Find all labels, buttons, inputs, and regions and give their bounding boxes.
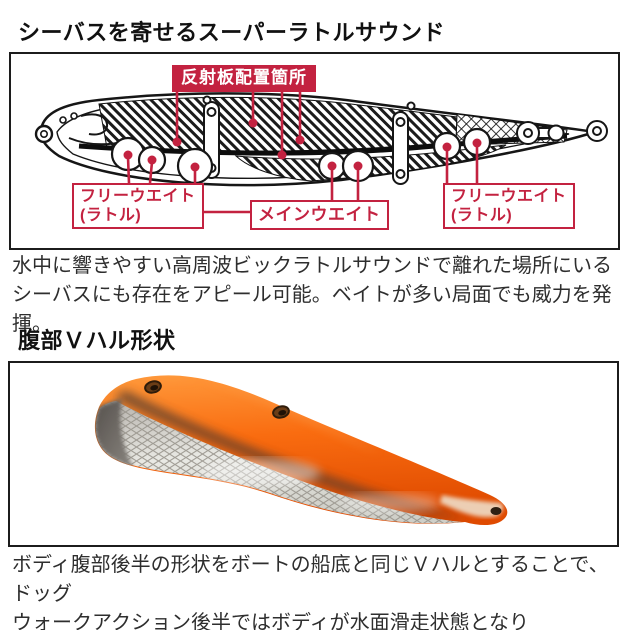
- free-weight-left-line2: (ラトル): [80, 207, 142, 224]
- lure-belly-photo: [94, 375, 508, 526]
- v-hull-heading: 腹部Ｖハル形状: [18, 328, 176, 353]
- rattle-diagram-frame: 反射板配置箇所 フリーウエイト (ラトル) メインウエイト フリーウエイト (ラ…: [9, 52, 620, 250]
- free-weight-right-label: フリーウエイト (ラトル): [443, 183, 575, 229]
- reflector-placement-label: 反射板配置箇所: [172, 65, 316, 92]
- lure-internal-diagram: [34, 92, 608, 214]
- vhull-photo-frame: [8, 361, 619, 547]
- free-weight-left-label: フリーウエイト (ラトル): [72, 183, 204, 229]
- rattle-sound-heading: シーバスを寄せるスーパーラトルサウンド: [18, 20, 446, 45]
- free-weight-right-line2: (ラトル): [451, 207, 513, 224]
- main-weight-label: メインウエイト: [250, 200, 389, 230]
- free-weight-left-line1: フリーウエイト: [80, 188, 196, 205]
- free-weight-right-line1: フリーウエイト: [451, 188, 567, 205]
- rattle-sound-body: 水中に響きやすい高周波ビックラトルサウンドで離れた場所にいる シーバスにも存在を…: [12, 255, 612, 335]
- v-hull-body: ボディ腹部後半の形状をボートの船底と同じＶハルとすることで、ドッグ ウォークアク…: [12, 554, 609, 630]
